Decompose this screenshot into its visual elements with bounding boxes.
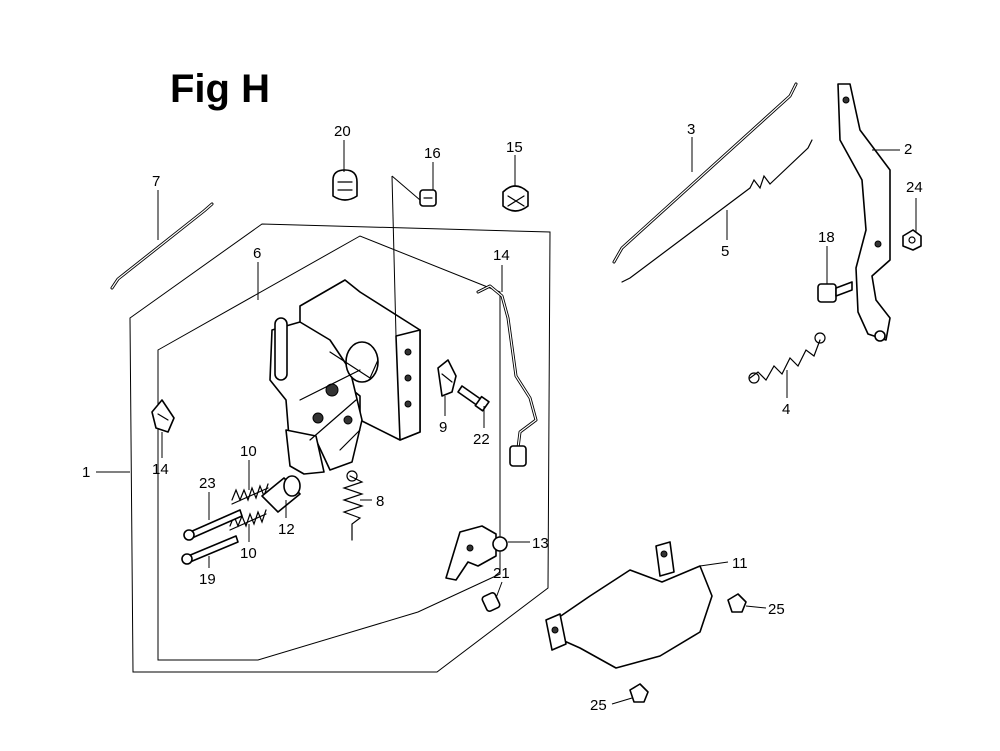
spring-rod-part-5 [621, 139, 813, 283]
clip-part-20 [332, 169, 358, 201]
rod-part-7 [110, 202, 214, 290]
callout-8: 8 [376, 493, 384, 510]
switch-part-13 [445, 525, 508, 581]
link-rod-part-3 [612, 82, 798, 264]
callout-4: 4 [782, 401, 790, 418]
nut-part-24 [902, 229, 922, 251]
cover-plate-part-11 [545, 541, 713, 669]
callout-17: 16 [424, 145, 441, 162]
callout-7: 7 [152, 173, 160, 190]
callout-10-upper: 10 [240, 443, 257, 460]
callout-labels: 20 16 15 7 6 14 3 5 2 24 18 4 1 14 10 10… [82, 121, 923, 714]
callout-16: 15 [506, 139, 523, 156]
bolt-part-17 [419, 189, 437, 207]
choke-rod-part-14 [476, 284, 538, 467]
callout-11: 11 [732, 555, 748, 572]
leader-lines [96, 137, 917, 705]
callout-20: 20 [334, 123, 351, 140]
callout-12: 12 [278, 521, 295, 538]
callout-10-lower: 10 [240, 545, 257, 562]
callout-3: 3 [687, 121, 695, 138]
callout-19: 19 [199, 571, 216, 588]
clamp-part-16 [502, 185, 529, 212]
bracket-part-9 [437, 359, 457, 397]
collar-part-12 [261, 475, 301, 513]
clip-part-15 [151, 399, 175, 433]
callout-22: 22 [473, 431, 490, 448]
spring-part-10-upper [231, 483, 269, 505]
assembly-frame-outer [129, 223, 551, 673]
control-lever-part-2 [837, 83, 891, 342]
spring-part-10-lower [229, 509, 267, 531]
callout-9: 9 [439, 419, 447, 436]
callout-15: 14 [152, 461, 169, 478]
callout-6: 6 [253, 245, 261, 262]
spring-part-8 [342, 470, 364, 541]
callout-21: 21 [493, 565, 510, 582]
callout-24: 24 [906, 179, 923, 196]
callout-5: 5 [721, 243, 729, 260]
callout-13: 13 [532, 535, 549, 552]
callout-25-bottom: 25 [590, 697, 607, 714]
callout-18: 18 [818, 229, 835, 246]
spring-part-4 [748, 332, 826, 384]
control-bracket-assembly [269, 279, 421, 475]
callout-23: 23 [199, 475, 216, 492]
screw-part-19 [181, 535, 239, 565]
callout-25-right: 25 [768, 601, 785, 618]
callout-14: 14 [493, 247, 510, 264]
callout-1: 1 [82, 464, 90, 481]
bolt-part-18 [817, 281, 853, 303]
figure-title: Fig H [170, 67, 270, 111]
screw-part-23 [183, 509, 243, 541]
screw-part-21 [481, 591, 501, 613]
callout-2: 2 [904, 141, 912, 158]
bolt-part-25-right [727, 593, 747, 613]
assembly-frame-inner [157, 235, 501, 661]
bolt-part-25-bottom [629, 683, 649, 703]
bolt-part-22 [457, 385, 490, 412]
